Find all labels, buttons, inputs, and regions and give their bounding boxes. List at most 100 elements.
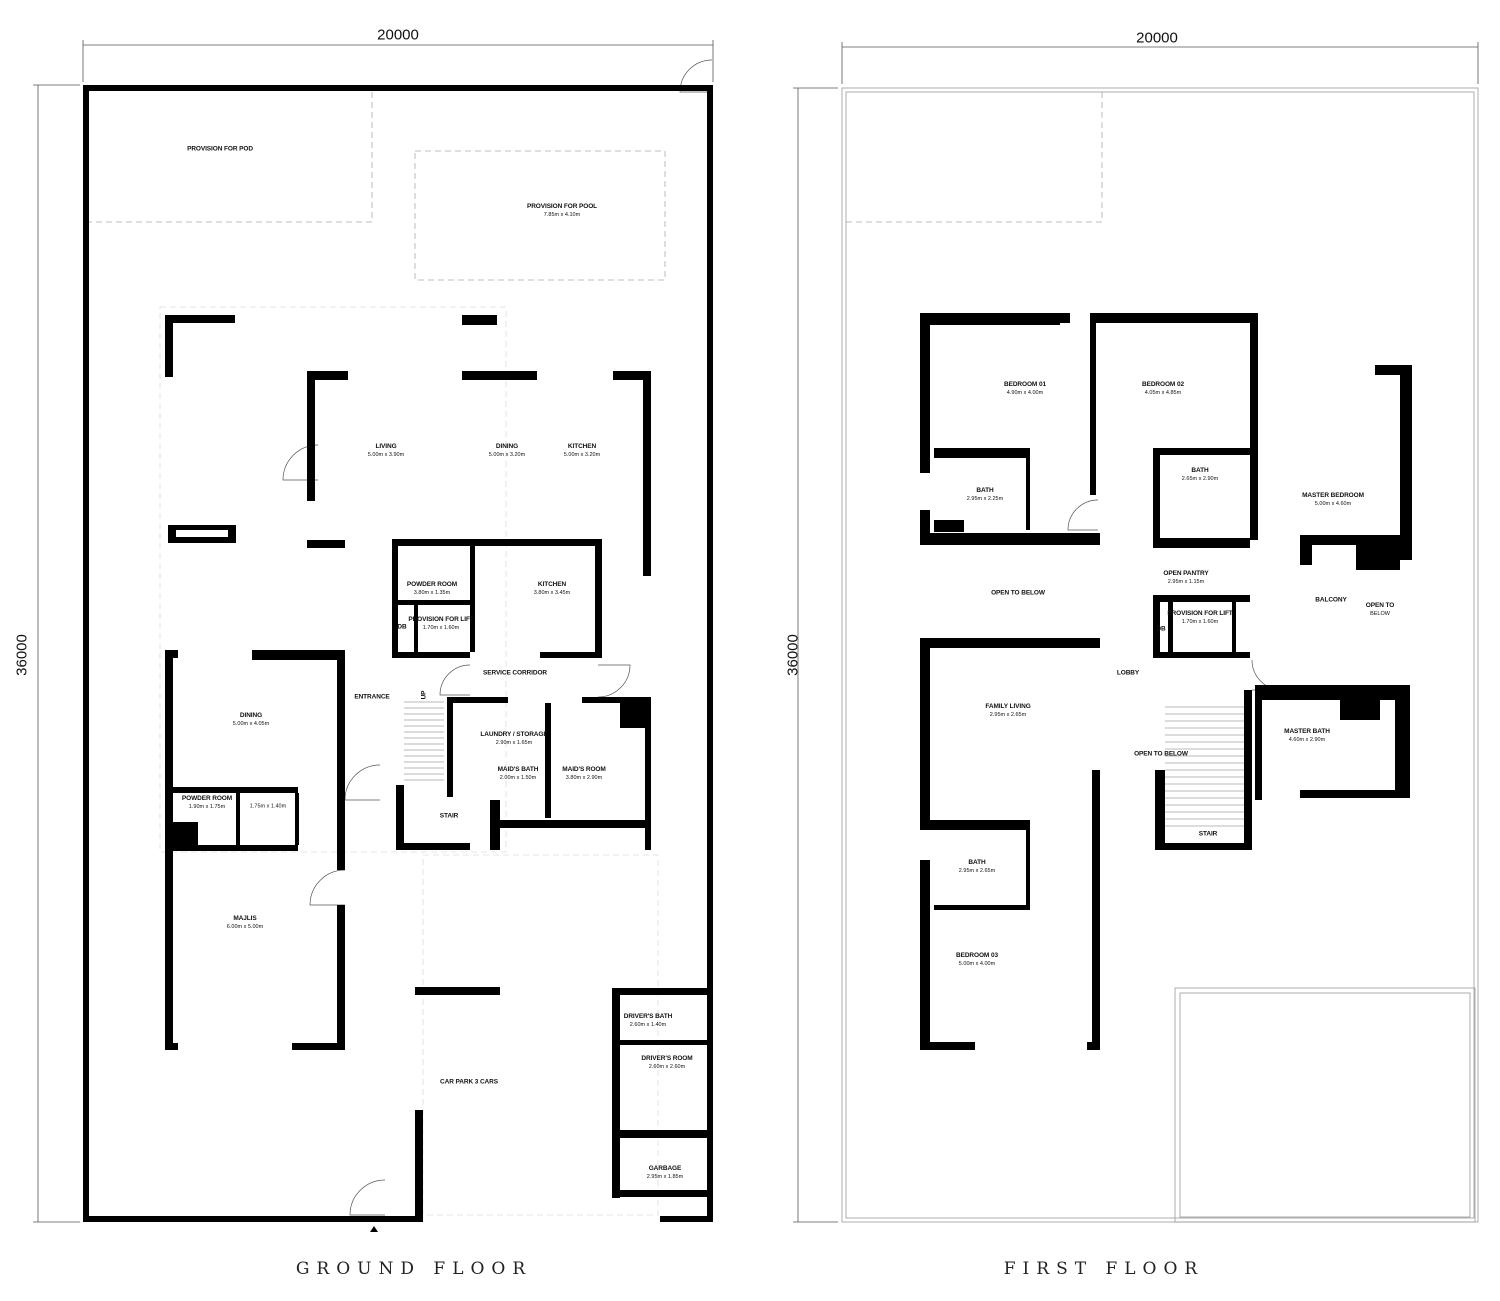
room-name: POWDER ROOM bbox=[406, 580, 458, 588]
room-dimensions: 1.75m x 1.40m bbox=[249, 803, 287, 810]
wall-segment bbox=[920, 313, 1060, 325]
wall-segment bbox=[1153, 595, 1250, 602]
room-dimensions: 2.95m x 2.25m bbox=[966, 495, 1004, 502]
wall-segment bbox=[1232, 602, 1236, 652]
room-name: PROVISION FOR POOL bbox=[526, 202, 598, 210]
room-dimensions: 2.65m x 2.90m bbox=[1181, 475, 1219, 482]
room-name: DB bbox=[1156, 625, 1166, 633]
wall-segment bbox=[1300, 535, 1312, 565]
wall-segment bbox=[582, 697, 651, 703]
room-dimensions: 2.95m x 2.65m bbox=[958, 867, 996, 874]
wall-segment bbox=[462, 371, 537, 380]
wall-segment bbox=[392, 652, 470, 658]
room-dimensions: 4.90m x 4.00m bbox=[1006, 389, 1044, 396]
room-dimensions: 2.95m x 2.65m bbox=[989, 711, 1027, 718]
room-name: STAIR bbox=[1198, 830, 1218, 838]
wall-segment bbox=[1300, 790, 1410, 798]
wall-segment bbox=[1340, 700, 1380, 720]
room-name: DINING bbox=[239, 711, 263, 719]
wall-segment bbox=[1153, 595, 1160, 658]
ground-floor-title: GROUND FLOOR bbox=[295, 1259, 533, 1279]
entrance-marker-icon bbox=[370, 1226, 378, 1232]
wall-segment bbox=[1153, 448, 1250, 455]
door-swings bbox=[282, 59, 1283, 1216]
wall-segment bbox=[934, 520, 964, 532]
dimension-lines bbox=[33, 40, 1479, 1223]
wall-segment bbox=[1090, 313, 1096, 495]
room-name: BATH bbox=[968, 858, 986, 866]
room-name: OPEN TO bbox=[1365, 601, 1395, 609]
room-label: UP bbox=[421, 691, 430, 700]
wall-segment bbox=[920, 313, 930, 473]
room-name: BEDROOM 03 bbox=[956, 951, 998, 959]
room-dimensions: 2.90m x 1.65m bbox=[495, 739, 533, 746]
room-name: OPEN TO BELOW bbox=[991, 589, 1045, 597]
room-name: LAUNDRY / STORAGE bbox=[480, 730, 548, 738]
width-dimension: 20000 bbox=[1136, 29, 1178, 47]
room-name: BEDROOM 01 bbox=[1004, 380, 1046, 388]
wall-segment bbox=[165, 315, 173, 377]
room-name: OPEN TO BELOW bbox=[1134, 750, 1188, 758]
wall-segment bbox=[292, 1043, 345, 1050]
room-name: PROVISION FOR POD bbox=[187, 145, 253, 153]
wall-segment bbox=[1155, 843, 1252, 850]
wall-segment bbox=[1395, 685, 1410, 795]
wall-segment bbox=[173, 845, 298, 851]
room-name: SERVICE CORRIDOR bbox=[482, 669, 548, 677]
room-name: MASTER BATH bbox=[1284, 727, 1330, 735]
wall-segment bbox=[920, 1042, 975, 1050]
wall-segment bbox=[934, 448, 1030, 458]
wall-segment bbox=[1153, 448, 1160, 540]
wall-segment bbox=[920, 640, 930, 820]
room-dimensions: 4.60m x 2.90m bbox=[1288, 736, 1326, 743]
room-name: BALCONY bbox=[1315, 596, 1347, 604]
room-name: PROVISION FOR LIFT bbox=[408, 615, 474, 623]
wall-segment bbox=[920, 820, 1030, 830]
room-name: MAJLIS bbox=[233, 914, 257, 922]
room-name: OPEN PANTRY bbox=[1163, 569, 1209, 577]
room-dimensions: 2.60m x 2.60m bbox=[648, 1063, 686, 1070]
room-dimensions: 1.90m x 1.75m bbox=[188, 803, 226, 810]
wall-segment bbox=[612, 988, 713, 995]
room-name: KITCHEN bbox=[567, 442, 597, 450]
wall-segment bbox=[934, 905, 1030, 910]
wall-segment bbox=[414, 605, 418, 652]
wall-segment bbox=[396, 843, 470, 850]
wall-segment bbox=[165, 315, 235, 323]
wall-segment bbox=[1153, 652, 1250, 658]
room-name: CAR PARK 3 CARS bbox=[440, 1078, 498, 1086]
wall-segment bbox=[396, 785, 404, 850]
room-name: MASTER BEDROOM bbox=[1302, 491, 1364, 499]
room-name: DRIVER'S BATH bbox=[623, 1012, 673, 1020]
depth-dimension: 36000 bbox=[784, 634, 802, 676]
wall-segment bbox=[920, 533, 1100, 545]
wall-segment bbox=[595, 546, 602, 658]
room-dimensions: 4.05m x 4.85m bbox=[1144, 389, 1182, 396]
wall-segment bbox=[612, 1040, 713, 1045]
wall-segment bbox=[660, 1216, 713, 1222]
room-name: UP bbox=[420, 690, 428, 700]
dashed-outlines bbox=[88, 92, 1103, 1216]
wall-segment bbox=[1060, 313, 1070, 323]
room-label: PROVISION FOR POD bbox=[187, 146, 253, 155]
wall-segment bbox=[612, 1130, 713, 1138]
wall-segment bbox=[337, 905, 345, 1050]
wall-segment bbox=[620, 703, 645, 728]
room-dimensions: 5.00m x 3.90m bbox=[367, 451, 405, 458]
room-name: BEDROOM 02 bbox=[1142, 380, 1184, 388]
depth-dimension: 36000 bbox=[13, 634, 31, 676]
room-dimensions: 2.95m x 1.85m bbox=[646, 1173, 684, 1180]
wall-segment bbox=[612, 988, 620, 1198]
wall-segment bbox=[1244, 690, 1252, 850]
room-dimensions: 5.00m x 3.20m bbox=[563, 451, 601, 458]
wall-segment bbox=[920, 510, 930, 545]
